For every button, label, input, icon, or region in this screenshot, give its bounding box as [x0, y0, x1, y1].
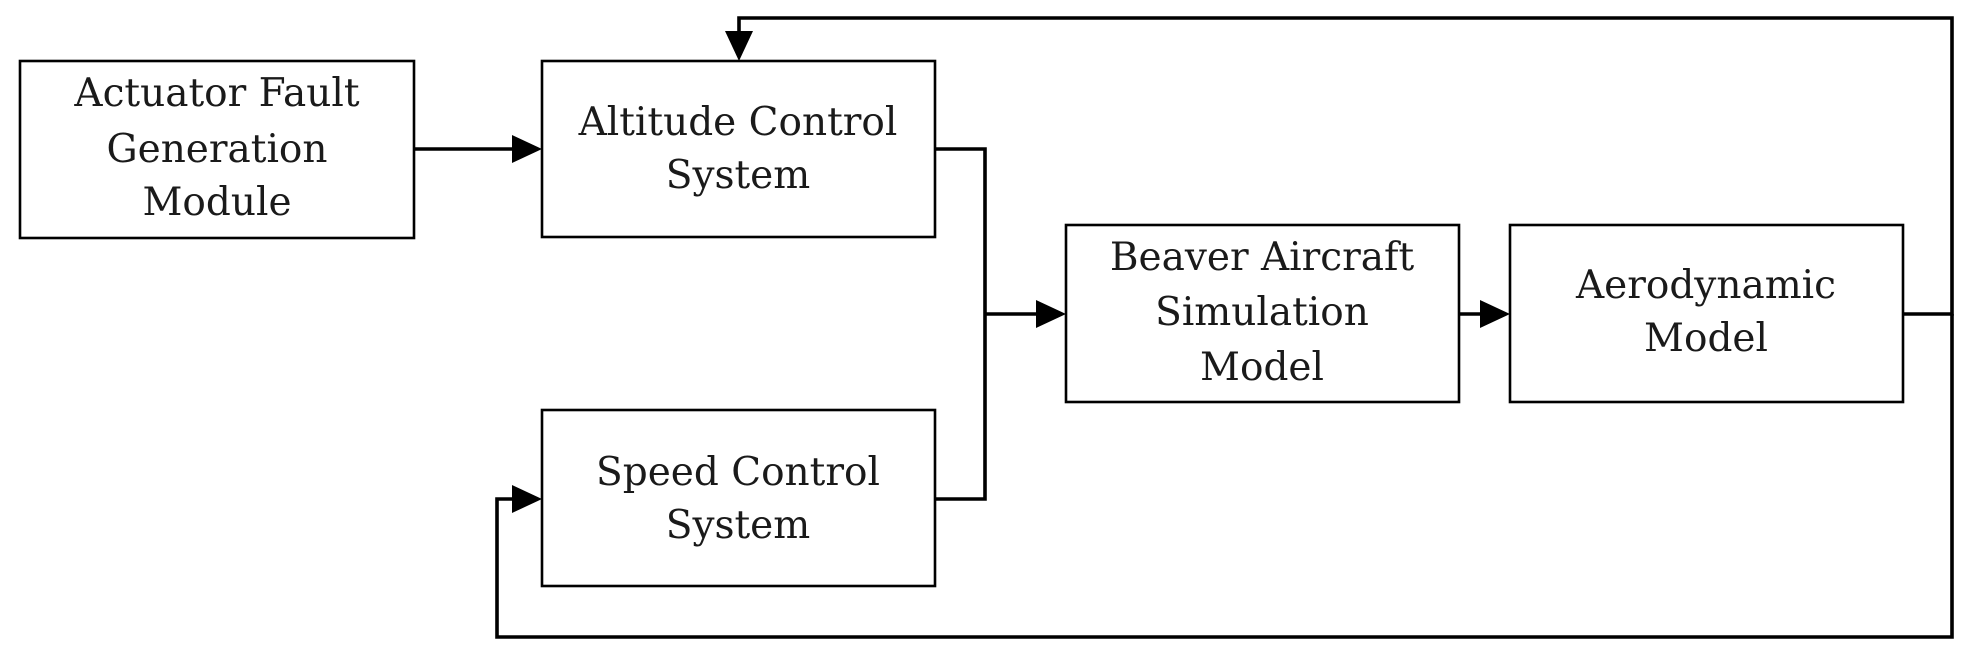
arrowhead-into-altitude-top: [725, 31, 753, 61]
beaver-simulation-line-2: Simulation: [1155, 290, 1369, 335]
arrowhead-into-sim: [1036, 300, 1066, 328]
aerodynamic-box: [1508, 223, 1905, 404]
beaver-simulation-line-1: Beaver Aircraft: [1110, 235, 1415, 280]
beaver-simulation-block: Beaver Aircraft Simulation Model: [1064, 223, 1461, 404]
connector-junction-to-sim: [985, 300, 1066, 328]
speed-control-line-1: Speed Control: [596, 450, 880, 495]
arrowhead-into-aero: [1480, 300, 1510, 328]
altitude-control-box: [540, 59, 937, 239]
altitude-control-line-1: Altitude Control: [578, 100, 898, 145]
beaver-simulation-box: [1064, 223, 1461, 404]
speed-control-block: Speed Control System: [540, 408, 937, 588]
aerodynamic-block: Aerodynamic Model: [1508, 223, 1905, 404]
actuator-fault-line-3: Module: [142, 180, 291, 225]
actuator-fault-line-1: Actuator Fault: [73, 71, 359, 116]
altitude-control-block: Altitude Control System: [540, 59, 937, 239]
connector-altitude-to-sim: [935, 147, 987, 314]
arrowhead-into-speed: [512, 485, 542, 513]
wire-altitude-output: [935, 147, 987, 314]
wire-feedback-bottom: [495, 314, 1954, 639]
wire-feedback-top: [737, 16, 1954, 316]
actuator-fault-line-2: Generation: [106, 127, 327, 172]
actuator-fault-box: [18, 59, 416, 240]
feedback-to-altitude: [725, 16, 1954, 316]
wire-speed-output: [935, 314, 987, 501]
arrowhead-into-altitude: [512, 135, 542, 163]
beaver-simulation-line-3: Model: [1200, 345, 1324, 390]
aerodynamic-line-1: Aerodynamic: [1575, 263, 1836, 308]
speed-control-line-2: System: [666, 503, 811, 548]
feedback-to-speed: [495, 314, 1954, 639]
connector-sim-to-aero: [1459, 300, 1510, 328]
actuator-fault-block: Actuator Fault Generation Module: [18, 59, 416, 240]
altitude-control-line-2: System: [666, 153, 811, 198]
aerodynamic-line-2: Model: [1644, 316, 1768, 361]
connector-fault-to-altitude: [414, 135, 542, 163]
connector-speed-to-sim: [935, 314, 987, 501]
speed-control-box: [540, 408, 937, 588]
